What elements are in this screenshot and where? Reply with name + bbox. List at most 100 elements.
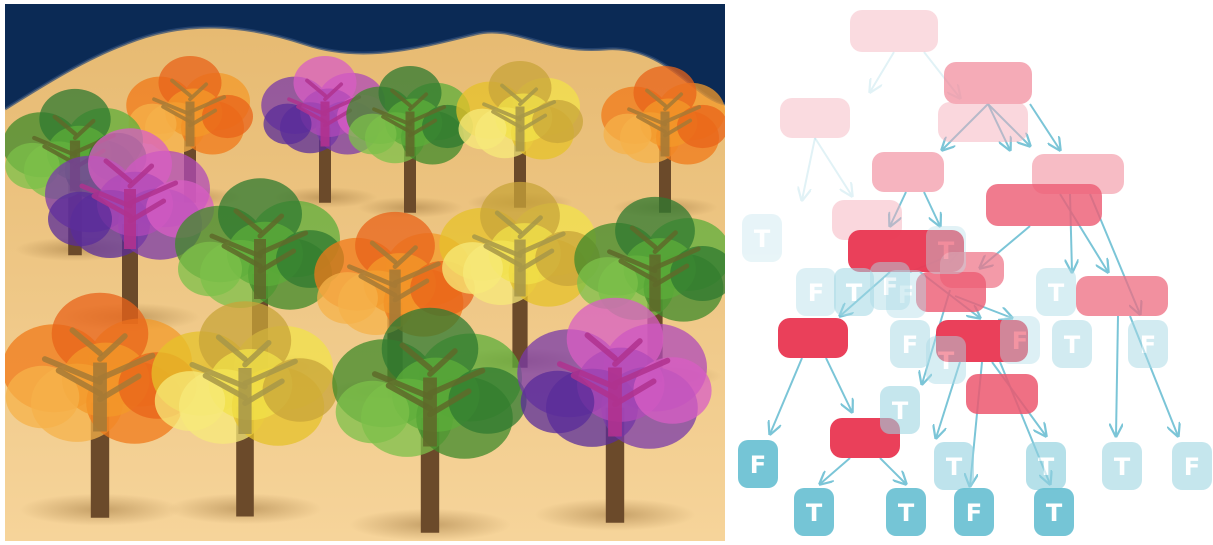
- leaf-box: [926, 226, 966, 274]
- leaf-label: T: [1048, 279, 1065, 307]
- tree-branch: [518, 87, 539, 107]
- tree-branch: [52, 114, 78, 136]
- tree-branch: [72, 118, 96, 141]
- leaf-node-false: F: [870, 262, 910, 310]
- leaf-label: T: [806, 499, 823, 527]
- tree-branch: [517, 231, 566, 256]
- tree-branch: [369, 240, 398, 265]
- tree-branch: [257, 213, 285, 239]
- tree-branch: [97, 373, 142, 403]
- split-node: [778, 318, 848, 358]
- leaf-label: T: [754, 225, 771, 253]
- tree-branch: [427, 367, 486, 397]
- leaf-label: F: [1140, 331, 1156, 359]
- tree-branch: [152, 97, 192, 117]
- leaf-label: T: [1038, 453, 1055, 481]
- leaf-node-false: F: [1172, 442, 1212, 490]
- tree-branch: [517, 248, 555, 273]
- decision-tree-diagram: TFTFTFTFTFTTTFTTFTTFTF: [738, 10, 1212, 536]
- tree-branch: [629, 225, 658, 250]
- leaf-node-false: F: [890, 320, 930, 368]
- split-node: [848, 230, 964, 272]
- leaf-box: [796, 268, 836, 316]
- leaf-label: T: [892, 397, 909, 425]
- tree-branch: [91, 193, 133, 219]
- tree-branch: [257, 230, 309, 256]
- tree-branch: [209, 233, 263, 259]
- leaf-node-true: T: [794, 488, 834, 536]
- tree-branch: [55, 367, 103, 397]
- foliage-blob: [262, 358, 338, 422]
- leaf-node-true: T: [934, 442, 974, 490]
- tree-branch: [287, 97, 327, 117]
- leaf-label: T: [938, 237, 955, 265]
- tree-branch: [612, 378, 657, 408]
- tree-branch: [305, 78, 327, 98]
- tree-branch: [584, 332, 618, 362]
- tree-branch: [408, 118, 438, 138]
- tree-edge-arrow: [802, 137, 816, 200]
- foliage-blob: [520, 370, 595, 434]
- leaf-node-true: T: [834, 268, 874, 316]
- tree-branch: [607, 249, 658, 274]
- leaf-box: [1000, 316, 1040, 364]
- tree-branch: [483, 243, 523, 268]
- tree-branch: [491, 109, 522, 129]
- leaf-label: F: [902, 331, 918, 359]
- leaf-box: [886, 270, 926, 318]
- leaf-node-true: T: [886, 488, 926, 536]
- foliage-blob: [5, 365, 80, 429]
- tree-branch: [358, 273, 398, 298]
- tree-branch: [188, 95, 227, 114]
- trees-group: [5, 55, 725, 541]
- tree-branch: [161, 104, 192, 124]
- tree-branch: [427, 388, 472, 418]
- tree-branch: [392, 278, 430, 303]
- tree-branch: [242, 339, 272, 368]
- tree-edge-arrow: [1029, 103, 1060, 150]
- tree-branch: [427, 348, 458, 377]
- leaf-label: F: [966, 499, 982, 527]
- leaf-node-true: T: [926, 226, 966, 274]
- tree-branch: [79, 183, 133, 209]
- tree-branch: [627, 107, 667, 127]
- leaf-node-true: T: [742, 214, 782, 262]
- tree-branch: [127, 198, 167, 224]
- tree-branch: [390, 88, 412, 108]
- foliage-blob: [335, 380, 410, 444]
- tree-edge-arrow: [825, 357, 852, 412]
- foliage-blob: [670, 246, 725, 301]
- leaf-box: [1172, 442, 1212, 490]
- leaf-label: T: [898, 499, 915, 527]
- leaf-node-false: F: [796, 268, 836, 316]
- leaf-node-false: F: [886, 270, 926, 318]
- tree-branch: [652, 246, 701, 271]
- tree-yellow: [151, 301, 338, 525]
- tree-branch: [127, 180, 179, 206]
- tree-branch: [97, 333, 128, 362]
- tree-edge-arrow: [890, 191, 907, 226]
- leaf-label: F: [1184, 453, 1200, 481]
- leaf-box: [870, 262, 910, 310]
- leaf-node-true: T: [1026, 442, 1066, 490]
- leaf-box: [1128, 320, 1168, 368]
- leaf-label: F: [898, 281, 914, 309]
- tree-branch: [257, 248, 297, 274]
- tree-branch: [645, 88, 667, 108]
- tree-edge-arrow: [1116, 315, 1118, 436]
- leaf-box: [794, 488, 834, 536]
- leaf-label: T: [946, 453, 963, 481]
- tree-edge-arrow: [987, 103, 1030, 146]
- leaf-box: [742, 214, 782, 262]
- tree-branch: [242, 358, 298, 387]
- tree-green: [332, 307, 527, 541]
- tree-branch: [618, 258, 658, 283]
- leaf-node-true: T: [1102, 442, 1142, 490]
- leaf-label: T: [1114, 453, 1131, 481]
- tree-branch: [296, 104, 327, 124]
- tree-branch: [408, 105, 447, 124]
- split-node: [850, 10, 938, 52]
- split-node: [872, 152, 944, 192]
- tree-branch: [170, 78, 192, 98]
- forest-illustration: [5, 4, 725, 541]
